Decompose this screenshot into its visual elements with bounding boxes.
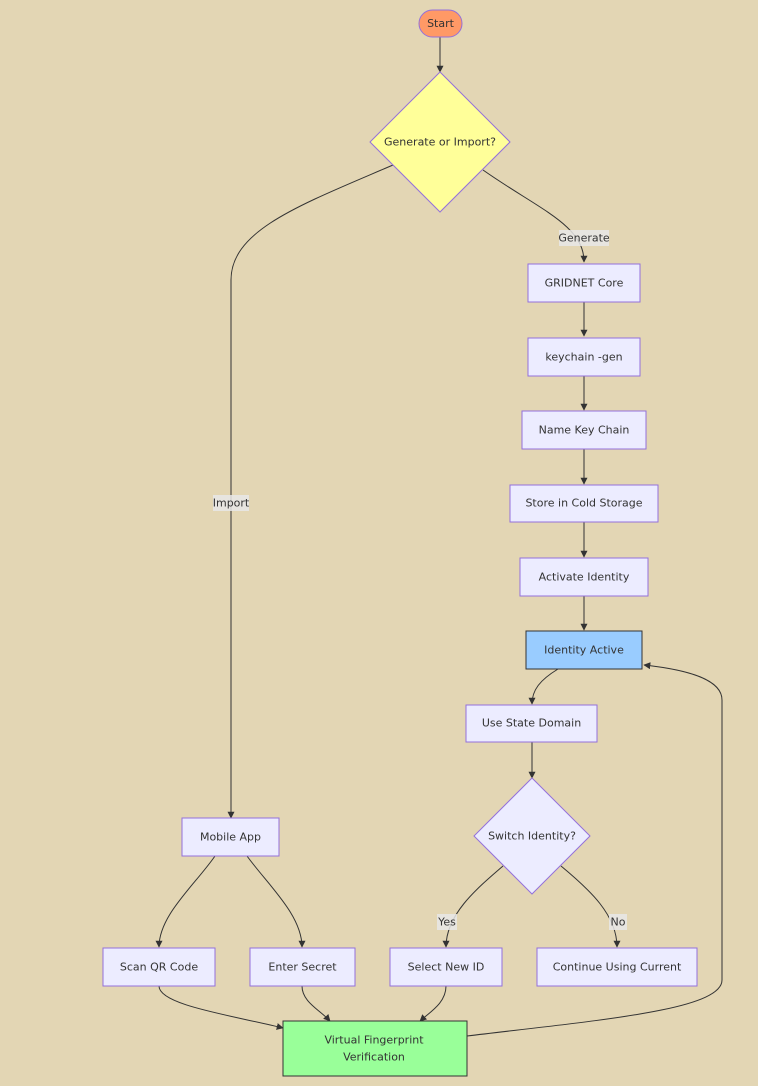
edge-label-import-text: Import: [213, 497, 250, 510]
node-mobile-app-label: Mobile App: [200, 831, 261, 844]
node-identity-active[interactable]: Identity Active: [525, 630, 643, 670]
node-store-in-cold-storage-label: Store in Cold Storage: [525, 497, 642, 510]
node-virtual-fingerprint-verification[interactable]: Virtual Fingerprint Verification: [282, 1020, 468, 1077]
node-switch-identity-shape: [473, 777, 591, 895]
edge-enter-secret-to-verification: [301, 985, 331, 1022]
node-activate-identity-label: Activate Identity: [539, 571, 630, 584]
node-select-new-id-shape: [389, 947, 503, 987]
node-generate-or-import-label: Generate or Import?: [384, 136, 496, 149]
edge-scan-qr-to-verification: [158, 985, 284, 1030]
node-gridnet-core[interactable]: GRIDNET Core: [527, 263, 641, 303]
edge-label-yes-text: Yes: [437, 916, 456, 929]
node-activate-identity-shape: [519, 557, 649, 597]
edge-decision-to-mobile-app: [227, 164, 394, 819]
node-mobile-app[interactable]: Mobile App: [181, 817, 280, 857]
node-store-in-cold-storage[interactable]: Store in Cold Storage: [509, 484, 659, 523]
node-generate-or-import[interactable]: Generate or Import?: [369, 71, 511, 213]
node-name-key-chain-shape: [521, 410, 647, 450]
node-store-in-cold-storage-shape: [509, 484, 659, 523]
node-start[interactable]: Start: [418, 9, 463, 38]
node-gridnet-core-shape: [527, 263, 641, 303]
node-mobile-app-shape: [181, 817, 280, 857]
node-scan-qr-code-shape: [102, 947, 216, 987]
edge-label-generate: Generate: [558, 230, 610, 246]
edge-label-yes: Yes: [437, 914, 457, 930]
node-select-new-id-label: Select New ID: [408, 961, 485, 974]
edge-switch-to-continue: [560, 865, 621, 948]
node-identity-active-shape: [525, 630, 643, 670]
node-enter-secret[interactable]: Enter Secret: [249, 947, 356, 987]
edge-decision-to-gridnet: [482, 169, 588, 263]
node-keychain-gen-label: keychain -gen: [545, 351, 622, 364]
node-switch-identity-label: Switch Identity?: [488, 830, 576, 843]
edges: [155, 37, 723, 1037]
node-switch-identity[interactable]: Switch Identity?: [473, 777, 591, 895]
node-enter-secret-label: Enter Secret: [268, 961, 337, 974]
edge-mobile-to-enter-secret: [246, 855, 306, 948]
node-enter-secret-shape: [249, 947, 356, 987]
node-virtual-fingerprint-verification-shape: [282, 1020, 468, 1077]
edge-identity-active-to-use-state: [528, 668, 559, 705]
node-name-key-chain[interactable]: Name Key Chain: [521, 410, 647, 450]
edge-label-no-text: No: [611, 916, 626, 929]
node-scan-qr-code-label: Scan QR Code: [120, 961, 198, 974]
edge-select-new-to-verification: [419, 985, 447, 1022]
node-virtual-fingerprint-label-line1: Virtual Fingerprint: [324, 1034, 424, 1047]
node-continue-using-current[interactable]: Continue Using Current: [536, 947, 698, 987]
node-continue-using-current-label: Continue Using Current: [553, 961, 682, 974]
node-use-state-domain-label: Use State Domain: [482, 717, 581, 730]
edge-label-import: Import: [213, 495, 250, 511]
node-use-state-domain-shape: [465, 704, 598, 743]
node-start-label: Start: [427, 17, 455, 30]
node-scan-qr-code[interactable]: Scan QR Code: [102, 947, 216, 987]
edge-label-no: No: [609, 914, 627, 930]
edge-label-generate-text: Generate: [558, 232, 610, 245]
node-keychain-gen[interactable]: keychain -gen: [527, 337, 641, 377]
node-keychain-gen-shape: [527, 337, 641, 377]
node-use-state-domain[interactable]: Use State Domain: [465, 704, 598, 743]
node-identity-active-label: Identity Active: [544, 644, 624, 657]
node-activate-identity[interactable]: Activate Identity: [519, 557, 649, 597]
node-select-new-id[interactable]: Select New ID: [389, 947, 503, 987]
node-gridnet-core-label: GRIDNET Core: [545, 277, 624, 290]
edge-mobile-to-scan-qr: [155, 855, 216, 948]
node-continue-using-current-shape: [536, 947, 698, 987]
edge-switch-to-select-new: [442, 865, 504, 948]
node-start-shape: [418, 9, 463, 38]
node-virtual-fingerprint-label-line2: Verification: [343, 1051, 405, 1064]
node-generate-or-import-shape: [369, 71, 511, 213]
node-name-key-chain-label: Name Key Chain: [539, 424, 630, 437]
edge-verification-to-identity-active: [466, 662, 723, 1037]
